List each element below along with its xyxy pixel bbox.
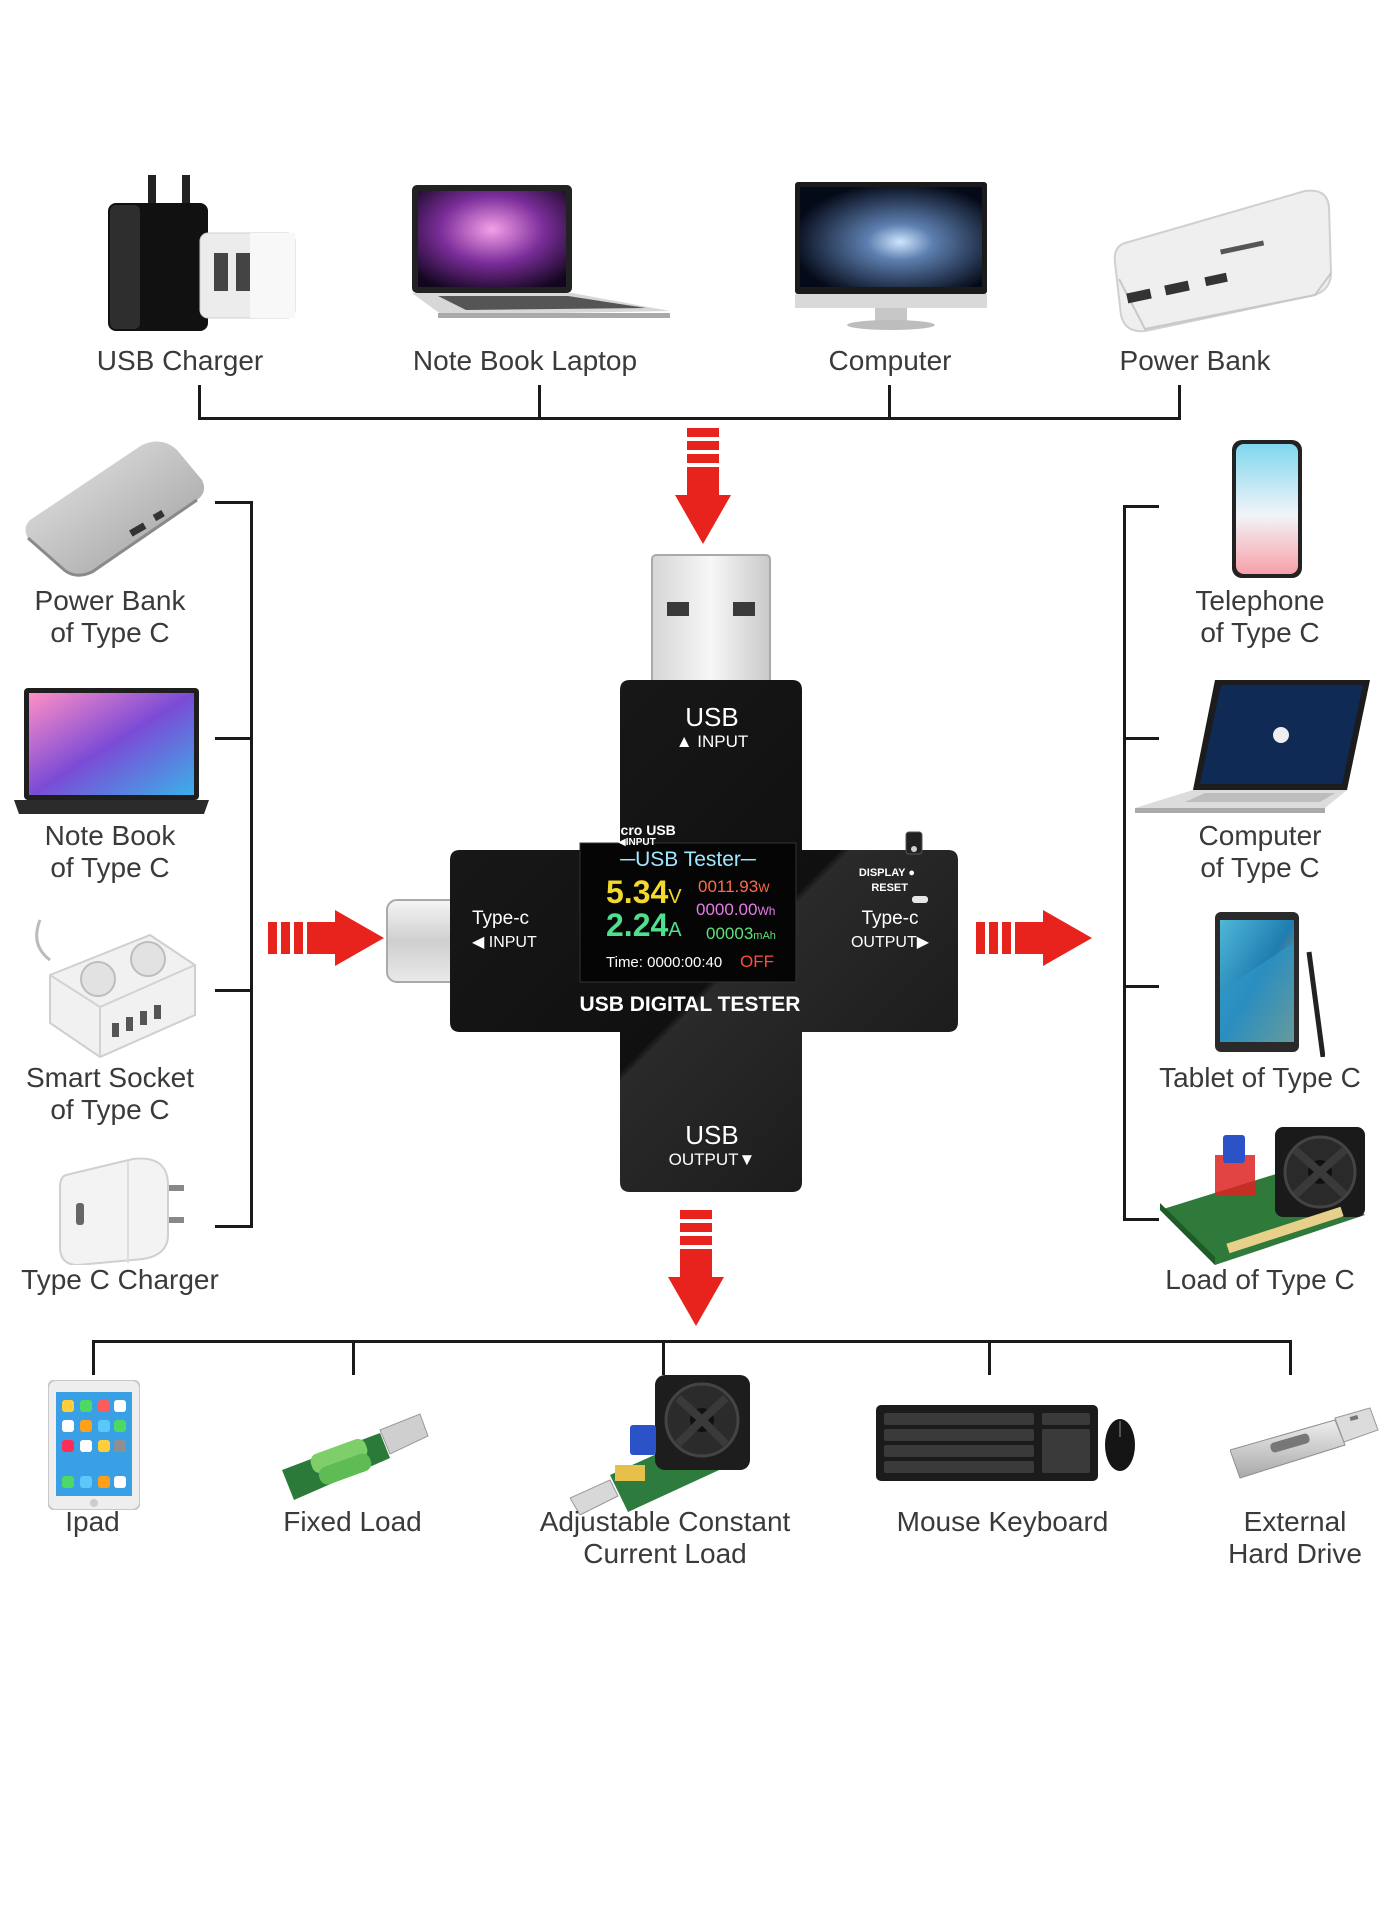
- energy-reading: 0000.00Wh: [696, 900, 775, 920]
- left-tick-0: [215, 501, 253, 504]
- typec-input-title: Type-c: [472, 908, 530, 929]
- right-output-label-3a: Load of Type C: [1165, 1264, 1355, 1295]
- top-tick-0: [198, 385, 201, 420]
- bottom-tick-0: [92, 1340, 95, 1375]
- power-bank-icon: [1105, 183, 1335, 333]
- right-output-label-1b: of Type C: [1200, 852, 1320, 883]
- current-unit: A: [668, 919, 682, 941]
- voltage-value: 5.34: [606, 874, 669, 910]
- usb-input-title: USB: [685, 702, 739, 732]
- computer-monitor-icon: [795, 182, 987, 332]
- right-output-label-0a: Telephone: [1195, 585, 1325, 616]
- voltage-unit: V: [668, 886, 682, 908]
- left-tick-3: [215, 1225, 253, 1228]
- bottom-tick-1: [352, 1340, 355, 1375]
- top-source-label-2: Computer: [828, 345, 952, 376]
- power-unit: W: [758, 881, 770, 895]
- external-drive-icon: [1230, 1400, 1380, 1485]
- usb-output-title: USB: [685, 1120, 739, 1150]
- screen-title: ─USB Tester─: [620, 848, 756, 871]
- left-source-label-0a: Power Bank: [34, 585, 186, 616]
- left-source-label-3a: Type C Charger: [21, 1264, 219, 1295]
- tablet-icon: [1215, 912, 1325, 1057]
- right-output-label-1a: Computer: [1198, 820, 1322, 851]
- adjustable-load-icon: [570, 1370, 765, 1515]
- top-bus-line: [200, 417, 1180, 420]
- fixed-load-icon: [280, 1408, 430, 1503]
- power-reading: 0011.93W: [698, 877, 770, 897]
- bottom-output-label-4b: Hard Drive: [1228, 1538, 1362, 1569]
- power-bank-type-c-icon: [22, 440, 207, 580]
- left-tick-1: [215, 737, 253, 740]
- right-bus-line: [1123, 505, 1126, 1220]
- output-arrow-down-bottom: [668, 1210, 724, 1330]
- top-tick-1: [538, 385, 541, 420]
- input-arrow-down-top: [675, 428, 731, 548]
- power-value: 0011.93: [698, 877, 759, 896]
- right-tick-3: [1123, 1218, 1159, 1221]
- type-c-charger-icon: [58, 1155, 188, 1265]
- current-reading: 2.24A: [606, 907, 682, 944]
- top-tick-2: [888, 385, 891, 420]
- typec-output-sub: OUTPUT▶: [850, 934, 930, 951]
- bottom-tick-2: [662, 1340, 665, 1375]
- top-source-label-0: USB Charger: [96, 345, 264, 376]
- macbook-icon: [1135, 680, 1370, 815]
- top-tick-3: [1178, 385, 1181, 420]
- device-brand: USB DIGITAL TESTER: [579, 993, 801, 1016]
- bottom-tick-4: [1289, 1340, 1292, 1375]
- time-reading: Time: 0000:00:40: [606, 954, 723, 971]
- bottom-bus-line: [92, 1340, 1292, 1343]
- input-arrow-right-left: [268, 910, 386, 966]
- right-tick-2: [1123, 985, 1159, 988]
- left-source-label-2b: of Type C: [50, 1094, 170, 1125]
- capacity-reading: 00003mAh: [706, 924, 776, 944]
- display-label: DISPLAY ●: [858, 867, 915, 879]
- left-source-label-1b: of Type C: [50, 852, 170, 883]
- right-output-label-2a: Tablet of Type C: [1159, 1062, 1361, 1093]
- typec-output-title: Type-c: [861, 908, 919, 929]
- usb-output-sub: OUTPUT▼: [668, 1150, 756, 1169]
- bottom-tick-3: [988, 1340, 991, 1375]
- energy-unit: Wh: [757, 904, 776, 918]
- laptop-type-c-icon: [14, 688, 209, 816]
- energy-value: 0000.00: [696, 900, 758, 919]
- micro-usb-label: Micro USB: [605, 822, 676, 838]
- laptop-icon: [408, 183, 673, 323]
- status-reading: OFF: [740, 952, 774, 971]
- top-source-label-1: Note Book Laptop: [412, 345, 638, 376]
- bottom-output-label-2a: Adjustable Constant: [539, 1506, 791, 1537]
- capacity-value: 00003: [706, 924, 754, 943]
- left-tick-2: [215, 989, 253, 992]
- bottom-output-label-3a: Mouse Keyboard: [896, 1506, 1109, 1537]
- left-source-label-2a: Smart Socket: [25, 1062, 195, 1093]
- smart-socket-icon: [30, 915, 200, 1060]
- phone-icon: [1232, 440, 1302, 578]
- reset-label: RESET: [871, 882, 908, 894]
- load-board-icon: [1155, 1125, 1373, 1265]
- usb-digital-tester-device: USB ▲ INPUT Micro USB ◀INPUT Type-c ◀ IN…: [380, 550, 980, 1200]
- right-output-label-0b: of Type C: [1200, 617, 1320, 648]
- bottom-output-label-4a: External: [1243, 1506, 1347, 1537]
- keyboard-mouse-icon: [876, 1405, 1136, 1485]
- usb-charger-icon: [100, 175, 300, 335]
- left-source-label-1a: Note Book: [44, 820, 176, 851]
- micro-usb-sub: ◀INPUT: [618, 837, 656, 848]
- left-bus-line: [250, 501, 253, 1228]
- left-source-label-0b: of Type C: [50, 617, 170, 648]
- current-value: 2.24: [606, 907, 669, 943]
- top-source-label-3: Power Bank: [1119, 345, 1271, 376]
- usb-input-sub: ▲ INPUT: [675, 732, 749, 751]
- right-tick-0: [1123, 505, 1159, 508]
- capacity-unit: mAh: [753, 930, 776, 942]
- typec-input-sub: ◀ INPUT: [472, 934, 537, 951]
- ipad-icon: [48, 1380, 140, 1510]
- right-tick-1: [1123, 737, 1159, 740]
- bottom-output-label-1a: Fixed Load: [283, 1506, 422, 1537]
- screen-title-text: USB Tester: [635, 848, 741, 871]
- output-arrow-right: [976, 910, 1094, 966]
- voltage-reading: 5.34V: [606, 874, 682, 911]
- bottom-output-label-2b: Current Load: [583, 1538, 747, 1569]
- bottom-output-label-0a: Ipad: [65, 1506, 120, 1537]
